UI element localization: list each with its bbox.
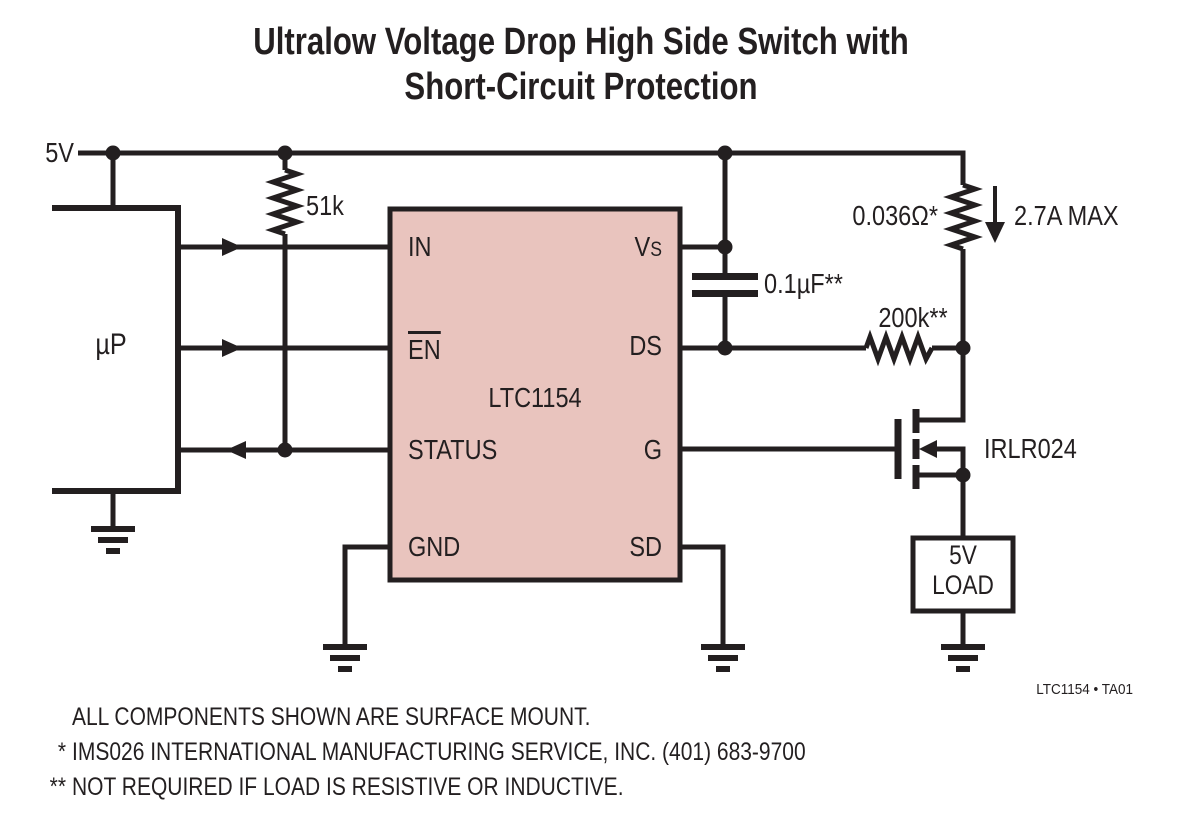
capacitor-plate-top (692, 273, 758, 280)
junction-dot (105, 145, 121, 161)
junction-dot (955, 340, 971, 356)
filter-cap-value: 0.1µF** (764, 268, 843, 299)
supply-5v-label: 5V (45, 137, 74, 168)
resistor-200k (863, 329, 935, 367)
junction-dot (277, 442, 293, 458)
mosfet-body-arrow (919, 440, 937, 458)
wire-sd-gnd (680, 544, 726, 644)
capacitor-plate-bottom (692, 290, 758, 297)
junction-dot (717, 239, 733, 255)
pin-label-sd: SD (629, 531, 662, 562)
pin-label-g: G (643, 434, 662, 465)
arrow-en-right (222, 339, 242, 357)
resistor-0036-ohm (943, 182, 983, 252)
pin-label-en-text: EN (408, 331, 441, 364)
current-arrow-head (985, 222, 1005, 243)
junction-dot (277, 145, 293, 161)
sense-resistor-value: 0.036Ω* (852, 200, 938, 231)
wire-5v-rail (78, 150, 966, 185)
pin-label-vs: VS (578, 231, 662, 262)
pin-label-gnd: GND (408, 531, 461, 562)
micro-label: µP (95, 328, 127, 361)
ds-resistor-value: 200k** (878, 302, 948, 333)
junction-dot (955, 467, 971, 483)
pin-label-vs-base: V (634, 231, 651, 262)
mosfet-part-number: IRLR024 (984, 433, 1077, 464)
pin-label-in: IN (408, 231, 432, 262)
note-marker-3: ** (49, 773, 66, 801)
current-max-label: 2.7A MAX (1014, 200, 1119, 231)
note-text-2: IMS026 INTERNATIONAL MANUFACTURING SERVI… (72, 738, 806, 766)
load-box (910, 535, 1016, 614)
wire-drain (916, 249, 966, 423)
pin-label-en: EN (408, 331, 441, 365)
figure-title: Ultralow Voltage Drop High Side Switch w… (171, 20, 991, 110)
pin-label-vs-sub: S (650, 238, 662, 261)
arrow-in-right (222, 238, 242, 256)
load-label-line1: 5V (949, 540, 977, 570)
note-text-1: ALL COMPONENTS SHOWN ARE SURFACE MOUNT. (72, 703, 591, 731)
ic-body (387, 206, 683, 583)
arrow-status-left (226, 441, 246, 459)
note-marker-2: * (57, 738, 66, 766)
wire-gnd-pin (342, 544, 390, 644)
ground-symbol-load (941, 644, 985, 672)
figure-id: LTC1154 • TA01 (1036, 681, 1133, 698)
ground-symbol-micro (91, 526, 135, 554)
ic-part-number: LTC1154 (488, 382, 582, 413)
ground-symbol-gnd-pin (323, 644, 367, 672)
pin-label-ds: DS (629, 330, 662, 361)
note-text-3: NOT REQUIRED IF LOAD IS RESISTIVE OR IND… (72, 773, 624, 801)
junction-dot (717, 340, 733, 356)
mosfet-body-wire (936, 446, 966, 470)
figure-title-line2: Short-Circuit Protection (404, 66, 758, 108)
figure-title-line1: Ultralow Voltage Drop High Side Switch w… (253, 21, 909, 63)
load-label-line2: LOAD (932, 570, 994, 600)
pullup-resistor-value: 51k (306, 190, 344, 221)
resistor-51k (265, 167, 305, 237)
junction-dot (717, 145, 733, 161)
ground-symbol-sd (701, 644, 745, 672)
pin-label-status: STATUS (408, 434, 498, 465)
